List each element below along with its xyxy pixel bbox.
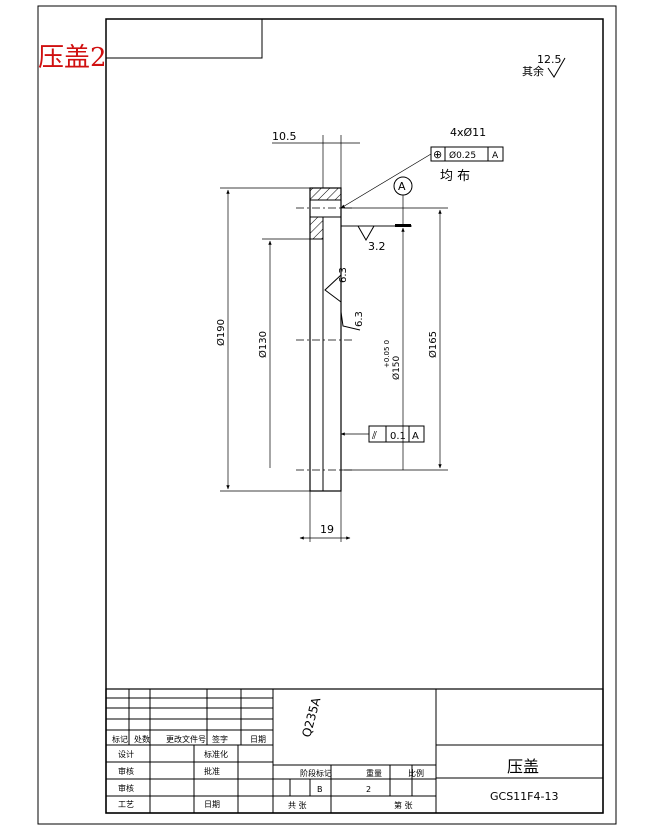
roughness-face-a: 6.3 [324,267,349,303]
dim-bottom-width: 19 [299,491,351,542]
svg-text:其余: 其余 [522,64,544,78]
title-block [105,688,604,814]
svg-text:共 张: 共 张 [288,801,307,810]
dim-mid-diameter: Ø165 [341,207,448,471]
holes-callout: 4xØ11 ⊕ Ø0.25 A 均 布 [340,126,504,209]
svg-text:日期: 日期 [250,735,266,744]
svg-text:6.3: 6.3 [338,267,349,283]
dim-outer-diameter: Ø190 [215,187,310,492]
svg-text:12.5: 12.5 [537,53,562,66]
svg-text:工艺: 工艺 [118,800,134,809]
svg-text:处数: 处数 [134,734,150,744]
sheet-title: 压盖2 [38,43,107,73]
dim-inner-diameter: Ø130 [257,238,310,468]
svg-text:第 张: 第 张 [394,800,413,810]
svg-text:Ø190: Ø190 [215,319,227,346]
dim-top-width: 10.5 [272,130,360,188]
svg-text:+0.05 0: +0.05 0 [383,340,391,368]
roughness-top: 3.2 [341,225,395,253]
svg-text:重量: 重量 [366,768,382,778]
svg-text:⊕: ⊕ [433,148,442,161]
svg-text:Q235A: Q235A [299,695,323,739]
svg-text:审核: 审核 [118,783,134,793]
svg-text:标准化: 标准化 [204,749,228,759]
svg-text:Ø130: Ø130 [257,331,269,358]
svg-text:GCS11F4-13: GCS11F4-13 [490,790,558,803]
svg-text:设计: 设计 [118,749,134,759]
svg-text:更改文件号: 更改文件号 [166,734,206,744]
roughness-face-b: 6.3 [340,311,365,331]
svg-text:A: A [412,431,419,442]
svg-text:日期: 日期 [204,800,220,809]
svg-text:3.2: 3.2 [368,240,386,253]
svg-text:Ø150: Ø150 [391,355,402,380]
svg-text:0.1: 0.1 [390,431,406,442]
svg-text:批准: 批准 [204,766,220,776]
svg-text:比例: 比例 [408,768,424,778]
part-section [296,187,352,492]
svg-text:2: 2 [366,785,371,794]
svg-text:B: B [317,785,323,794]
runout-callout: ⫽ 0.1 A [340,425,425,443]
svg-text:⫽: ⫽ [371,429,377,442]
inner-frame [105,18,604,814]
svg-text:A: A [492,151,499,161]
svg-text:签字: 签字 [212,734,228,744]
svg-text:6.3: 6.3 [354,311,365,327]
svg-text:10.5: 10.5 [272,130,297,143]
datum-a: A [393,176,413,227]
svg-text:压盖: 压盖 [507,757,539,776]
outer-frame [37,5,617,825]
svg-text:Ø165: Ø165 [427,331,439,358]
svg-text:标记: 标记 [112,734,128,744]
svg-text:4xØ11: 4xØ11 [450,126,486,139]
svg-text:Ø0.25: Ø0.25 [449,150,476,161]
svg-text:19: 19 [320,523,334,536]
other-roughness: 其余 12.5 [522,53,566,78]
svg-text:均 布: 均 布 [440,169,470,184]
title-block-text: 标记 处数 更改文件号 签字 日期 设计 审核 审核 工艺 标准化 批准 日期 … [112,695,558,810]
svg-text:审核: 审核 [118,766,134,776]
corner-box [106,19,263,59]
svg-text:阶段标记: 阶段标记 [300,768,332,778]
svg-text:A: A [398,180,406,193]
